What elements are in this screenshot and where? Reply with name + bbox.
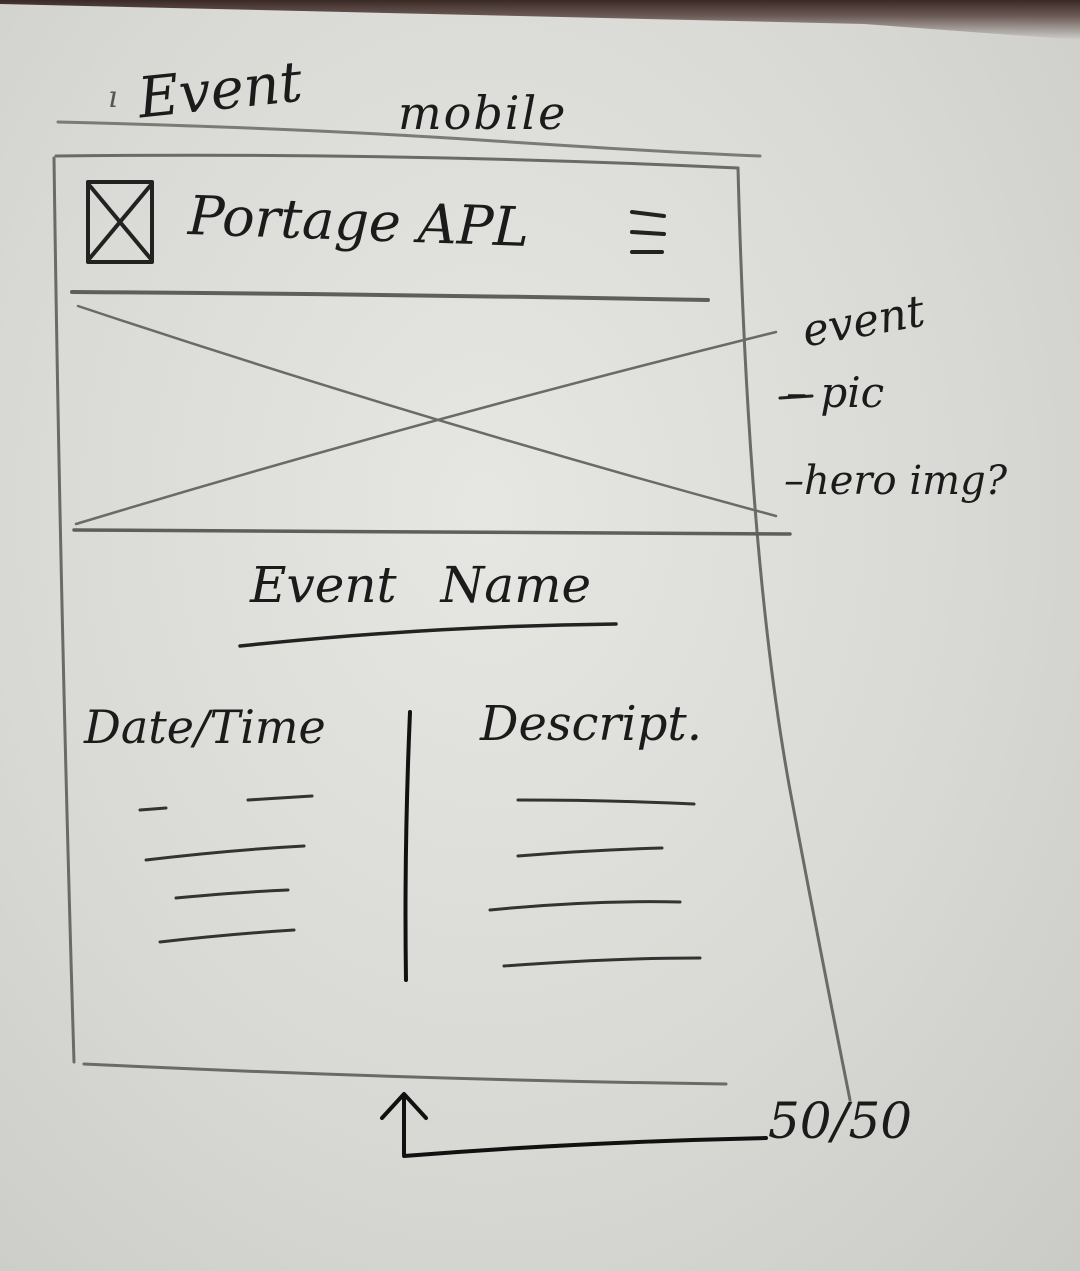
description-lines <box>488 798 702 968</box>
heading-tick: ı <box>108 80 118 115</box>
event-name-underline <box>238 622 618 648</box>
hero-note-hero-img: –hero img? <box>784 458 1008 504</box>
header-divider <box>70 290 710 302</box>
heading-mobile: mobile <box>398 86 568 140</box>
hero-note-pic: – pic <box>786 368 885 417</box>
logo-placeholder-icon <box>86 180 154 264</box>
column-divider <box>403 710 412 982</box>
event-name: Event Name <box>250 556 592 614</box>
date-time-lines <box>138 794 314 944</box>
site-name: Portage APL <box>187 184 531 259</box>
description-heading: Descript. <box>480 696 702 752</box>
split-note: 50/50 <box>768 1092 913 1150</box>
hero-divider <box>72 528 792 536</box>
image-placeholder-icon <box>74 304 778 526</box>
phone-frame <box>52 156 76 1064</box>
hamburger-menu-icon <box>630 210 666 254</box>
heading-underline <box>56 120 762 158</box>
split-arrow <box>380 1092 768 1158</box>
date-time-heading: Date/Time <box>84 700 326 754</box>
